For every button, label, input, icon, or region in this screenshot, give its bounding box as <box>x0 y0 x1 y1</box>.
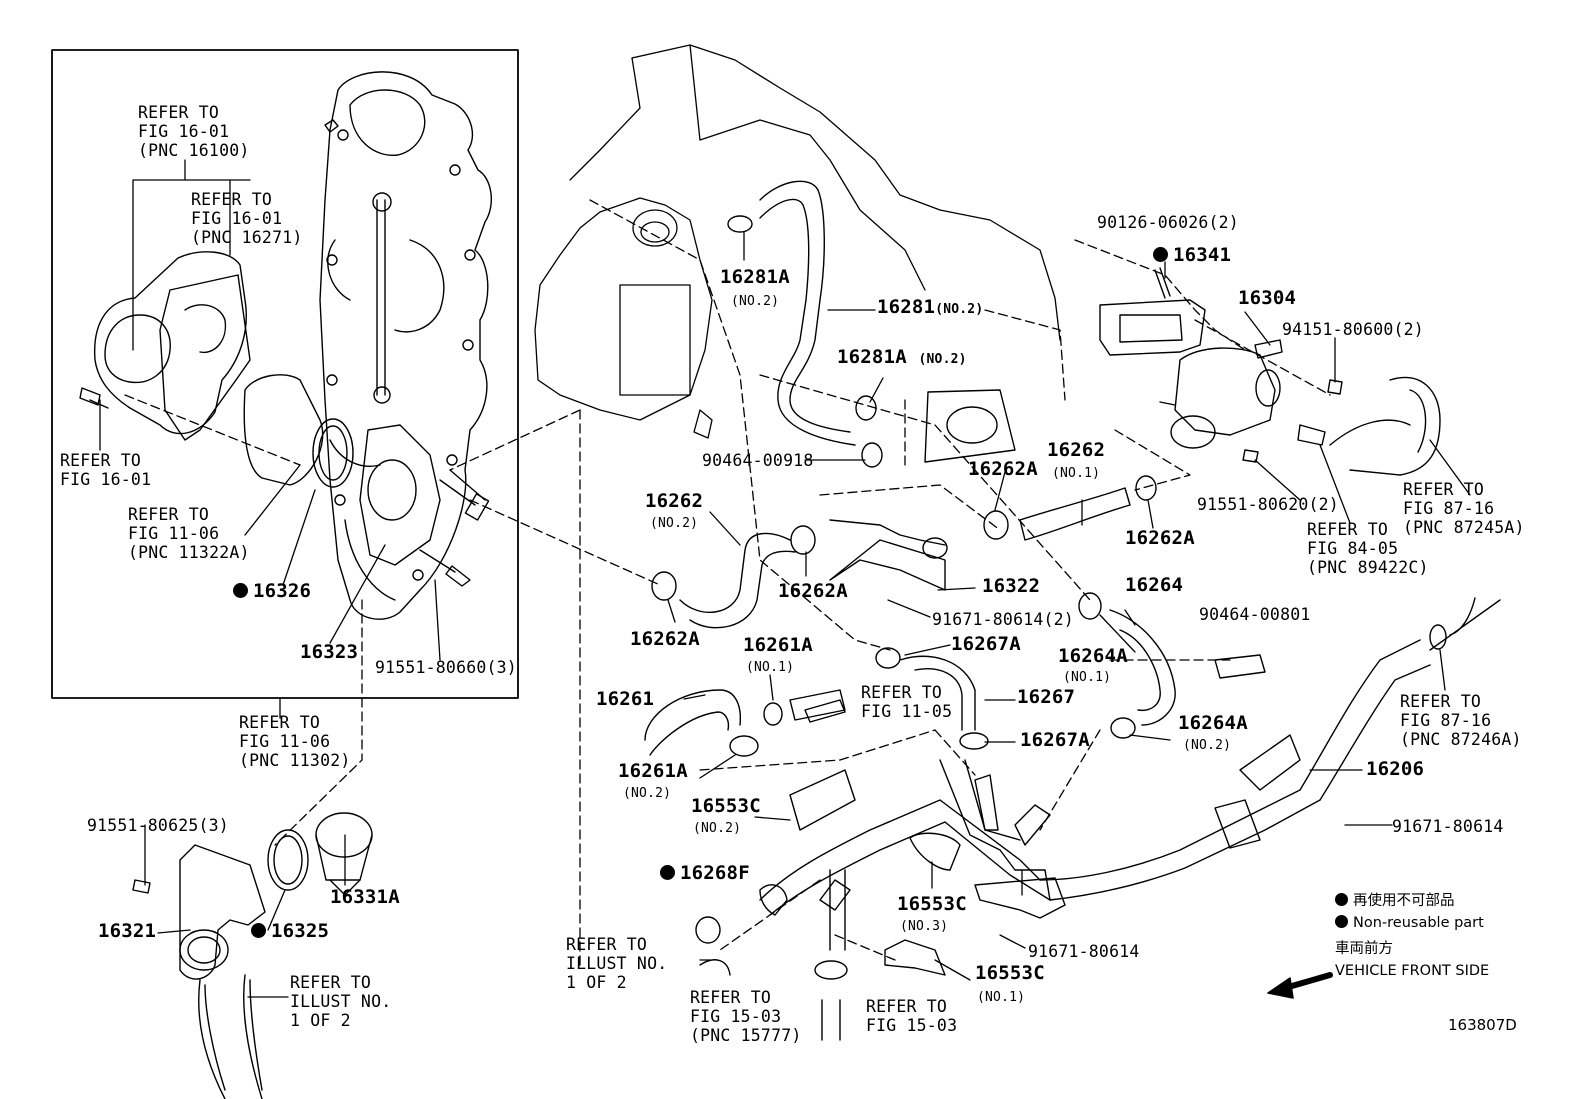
part-16262-no1-sub: (NO.1) <box>1052 466 1101 481</box>
part-16206: 16206 <box>1366 758 1425 780</box>
part-16553c-no1: 16553C <box>975 962 1045 984</box>
part-16326: 16326 <box>233 582 311 601</box>
callout-refer-11-06-pnc11302: REFER TO FIG 11-06 (PNC 11302) <box>239 713 351 770</box>
part-16262a-3: 16262A <box>968 458 1038 480</box>
part-16281: 16281(NO.2) <box>877 296 984 318</box>
part-16267a-bottom: 16267A <box>1020 729 1090 751</box>
legend-non-reusable-en: Non-reusable part <box>1335 912 1489 934</box>
part-16264a-no1-sub: (NO.1) <box>1063 670 1112 685</box>
part-16553c-no1-sub: (NO.1) <box>977 990 1026 1005</box>
callout-refer-87-16-pnc87246a: REFER TO FIG 87-16 (PNC 87246A) <box>1400 692 1522 749</box>
legend: 再使用不可部品 Non-reusable part 車両前方 VEHICLE F… <box>1335 890 1489 982</box>
part-16264a-no2-sub: (NO.2) <box>1183 738 1232 753</box>
inset-frame <box>51 49 519 699</box>
callout-refer-84-05-pnc89422c: REFER TO FIG 84-05 (PNC 89422C) <box>1307 520 1429 577</box>
reference-lines <box>124 199 1331 966</box>
part-16262-no2-sub: (NO.2) <box>650 516 699 531</box>
part-90464-00801: 90464-00801 <box>1199 605 1311 624</box>
part-16281a-top-sub: (NO.2) <box>731 294 780 309</box>
engine-head-drawing <box>534 44 1061 439</box>
part-16261a-no2: 16261A <box>618 760 688 782</box>
part-16267a-top: 16267A <box>951 633 1021 655</box>
part-94151-80600: 94151-80600(2) <box>1282 320 1424 339</box>
part-16264a-no1: 16264A <box>1058 645 1128 667</box>
callout-refer-illust-mid: REFER TO ILLUST NO. 1 OF 2 <box>566 935 668 992</box>
callout-refer-15-03: REFER TO FIG 15-03 <box>866 997 958 1035</box>
part-16323: 16323 <box>300 641 359 663</box>
non-reusable-dot <box>251 923 266 938</box>
legend-front-jp: 車両前方 <box>1335 941 1393 957</box>
part-16321: 16321 <box>98 920 157 942</box>
water-pump-drawing <box>79 251 490 587</box>
thermostat-housing-right <box>924 267 1343 463</box>
front-arrow <box>1267 972 1333 999</box>
part-91671-80614-2: 91671-80614(2) <box>932 610 1074 629</box>
part-16553c-no3: 16553C <box>897 893 967 915</box>
part-90126-06026: 90126-06026(2) <box>1097 213 1239 232</box>
callout-refer-16-01-pnc16100: REFER TO FIG 16-01 (PNC 16100) <box>138 103 250 160</box>
part-16262a-2: 16262A <box>778 580 848 602</box>
part-16325: 16325 <box>251 922 329 941</box>
part-16264a-no2: 16264A <box>1178 712 1248 734</box>
callout-refer-illust-left: REFER TO ILLUST NO. 1 OF 2 <box>290 973 392 1030</box>
part-16262-no2: 16262 <box>645 490 704 512</box>
part-16322: 16322 <box>982 575 1041 597</box>
part-16553c-no3-sub: (NO.3) <box>900 919 949 934</box>
part-16304: 16304 <box>1238 287 1297 309</box>
part-16262a-4: 16262A <box>1125 527 1195 549</box>
diagram-id: 163807D <box>1448 1016 1517 1034</box>
part-16331a: 16331A <box>330 886 400 908</box>
part-16262a-1: 16262A <box>630 628 700 650</box>
part-16261a-no1: 16261A <box>743 634 813 656</box>
thermostat-drawing <box>132 812 373 1099</box>
part-91671-80614-a: 91671-80614 <box>1028 942 1140 961</box>
part-90464-00918: 90464-00918 <box>702 451 814 470</box>
part-91551-80660: 91551-80660(3) <box>375 658 517 677</box>
part-16553c-no2: 16553C <box>691 795 761 817</box>
callout-refer-11-06-pnc11322a: REFER TO FIG 11-06 (PNC 11322A) <box>128 505 250 562</box>
part-16268f: 16268F <box>660 864 750 883</box>
callout-refer-16-01-pnc16271: REFER TO FIG 16-01 (PNC 16271) <box>191 190 303 247</box>
legend-non-reusable-jp: 再使用不可部品 <box>1335 890 1489 912</box>
hoses <box>204 180 1501 1091</box>
non-reusable-dot <box>660 865 675 880</box>
part-16261: 16261 <box>596 688 655 710</box>
part-91551-80620: 91551-80620(2) <box>1197 495 1339 514</box>
non-reusable-dot <box>233 583 248 598</box>
callout-refer-16-01: REFER TO FIG 16-01 <box>60 451 152 489</box>
part-16261a-no1-sub: (NO.1) <box>746 660 795 675</box>
part-16261a-no2-sub: (NO.2) <box>623 786 672 801</box>
bypass-pipe <box>759 519 1301 976</box>
part-16267: 16267 <box>1017 686 1076 708</box>
callout-refer-15-03-pnc15777: REFER TO FIG 15-03 (PNC 15777) <box>690 988 802 1045</box>
non-reusable-dot <box>1153 247 1168 262</box>
hose-clamps <box>651 215 1447 980</box>
callout-refer-87-16-pnc87245a: REFER TO FIG 87-16 (PNC 87245A) <box>1403 480 1525 537</box>
leader-lines <box>99 159 1471 998</box>
part-91551-80625: 91551-80625(3) <box>87 816 229 835</box>
legend-dot <box>1335 915 1348 928</box>
timing-cover-drawing <box>319 71 493 620</box>
part-16281a-mid: 16281A (NO.2) <box>837 346 967 368</box>
part-16281a-top: 16281A <box>720 266 790 288</box>
callout-refer-11-05: REFER TO FIG 11-05 <box>861 683 953 721</box>
legend-front-en: VEHICLE FRONT SIDE <box>1335 963 1490 979</box>
part-16264: 16264 <box>1125 574 1184 596</box>
part-16262-no1: 16262 <box>1047 439 1106 461</box>
part-16553c-no2-sub: (NO.2) <box>693 821 742 836</box>
part-91671-80614-b: 91671-80614 <box>1392 817 1504 836</box>
part-16341: 16341 <box>1153 246 1231 265</box>
legend-dot <box>1335 893 1348 906</box>
